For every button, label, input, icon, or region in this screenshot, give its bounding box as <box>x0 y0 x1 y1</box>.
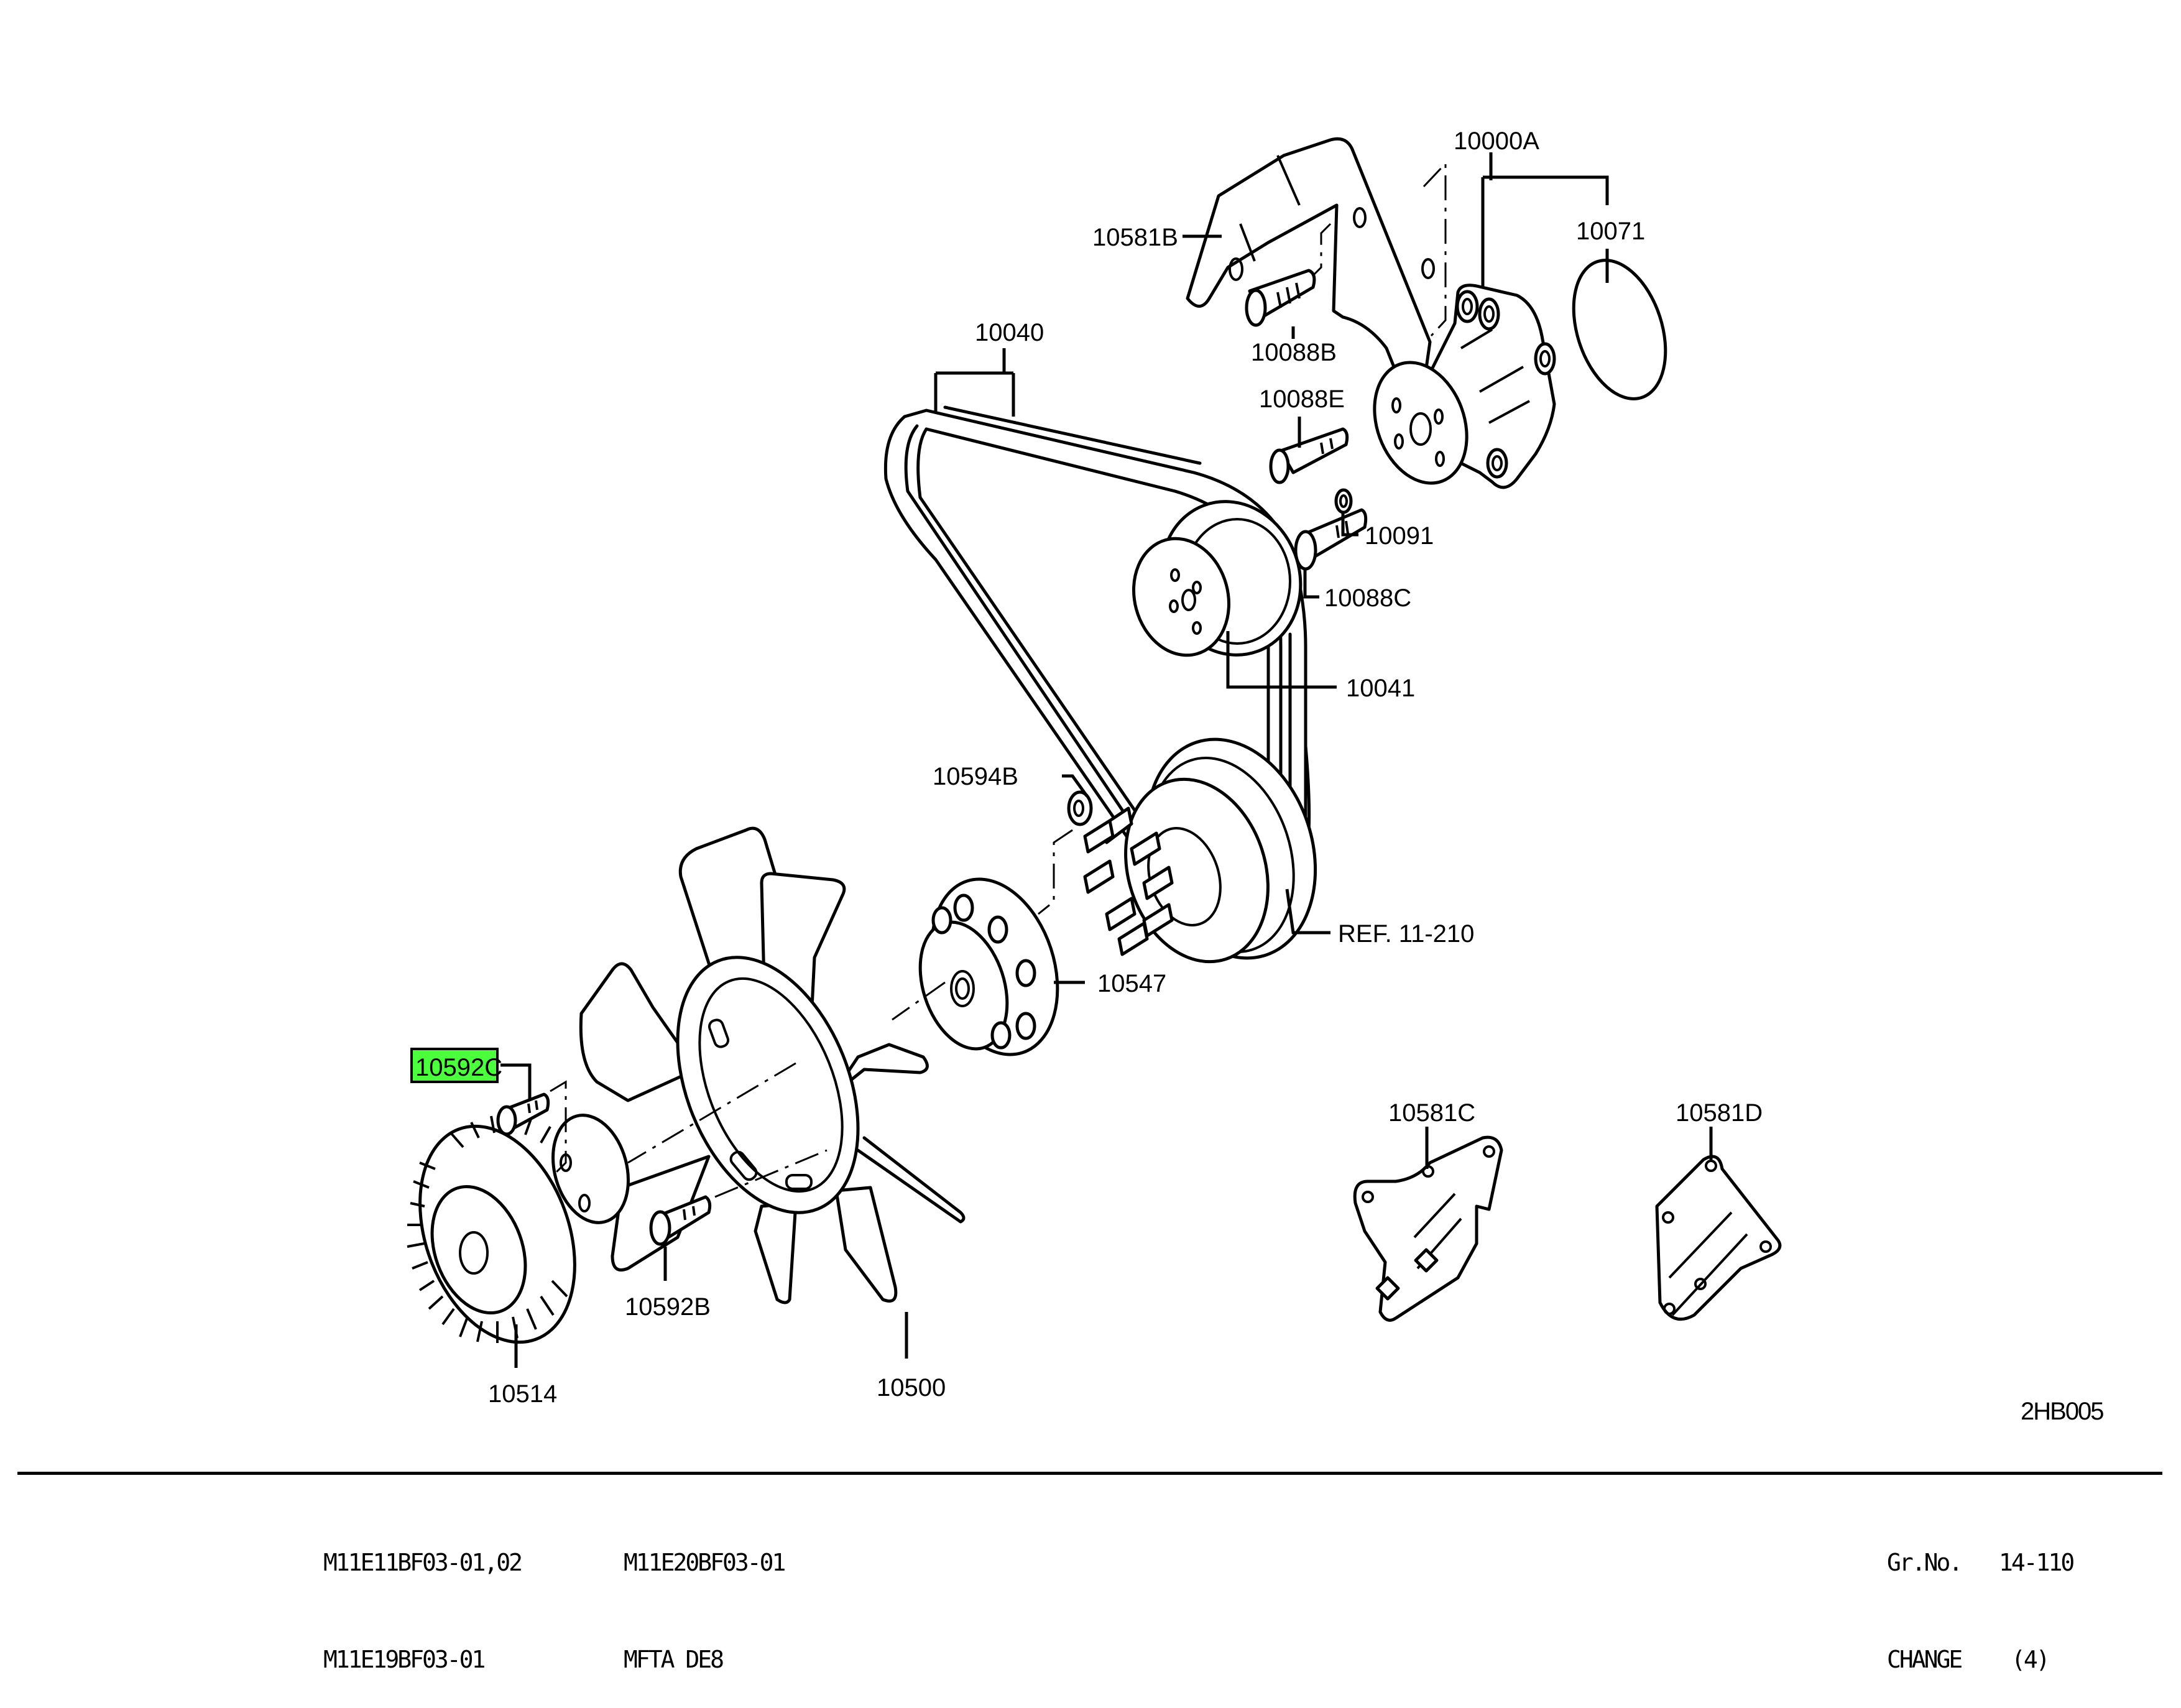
gasket-10071[interactable] <box>1557 249 1682 411</box>
callout-10091[interactable]: 10091 <box>1365 522 1434 550</box>
bracket-10581C[interactable] <box>1353 1135 1503 1322</box>
water-pump-pulley-10041[interactable] <box>1121 482 1322 675</box>
leader-lines <box>500 152 1713 1368</box>
callout-10594B[interactable]: 10594B <box>933 763 1018 790</box>
fan-clutch-10514[interactable] <box>392 1105 639 1364</box>
callout-10581D[interactable]: 10581D <box>1676 1099 1763 1127</box>
footer-models-col1: M11E11BF03-01,02 M11E19BF03-01 <box>323 1482 523 1708</box>
model-code: MFTA DE8 <box>624 1646 724 1673</box>
nut-10594B[interactable] <box>1067 790 1093 826</box>
callout-10000A[interactable]: 10000A <box>1454 127 1539 155</box>
model-code: M11E11BF03-01,02 <box>323 1549 523 1576</box>
crank-pulley-ref[interactable] <box>1083 718 1342 981</box>
bracket-10581D[interactable] <box>1655 1155 1782 1321</box>
parts-diagram: 10000A 10071 10581B 10088B 10040 10088E … <box>392 127 1782 1408</box>
callout-10040[interactable]: 10040 <box>975 319 1044 346</box>
change-label: CHANGE <box>1887 1646 1963 1673</box>
change-value: (4) <box>2011 1646 2050 1673</box>
callout-10581C[interactable]: 10581C <box>1388 1099 1475 1127</box>
washer-10091[interactable] <box>1334 488 1353 514</box>
footer-models-col2: M11E20BF03-01 MFTA DE8 <box>624 1482 786 1708</box>
highlight-box-10592C <box>410 1048 499 1083</box>
bolt-10592C[interactable] <box>496 1092 550 1136</box>
callout-10581B[interactable]: 10581B <box>1092 224 1178 251</box>
callout-10088C[interactable]: 10088C <box>1324 584 1411 612</box>
callout-labels: 10000A 10071 10581B 10088B 10040 10088E … <box>410 127 1763 1408</box>
group-number-value: 14-110 <box>1999 1549 2075 1576</box>
callout-10547[interactable]: 10547 <box>1097 970 1166 997</box>
footer-divider <box>17 1472 2162 1475</box>
callout-10592C[interactable]: 10592C <box>415 1054 502 1081</box>
bolt-10088B[interactable] <box>1245 269 1316 327</box>
callout-10088E[interactable]: 10088E <box>1259 385 1345 413</box>
callout-10041[interactable]: 10041 <box>1346 675 1415 702</box>
bracket-upper-10581B[interactable] <box>1186 137 1435 395</box>
model-code: M11E19BF03-01 <box>323 1646 486 1673</box>
water-pump-10000A[interactable] <box>1358 284 1556 496</box>
diagram-code: 2HB005 <box>2021 1398 2105 1425</box>
callout-10500[interactable]: 10500 <box>877 1374 946 1401</box>
callout-10592B[interactable]: 10592B <box>625 1293 711 1321</box>
footer-group-info: Gr.No. 14-110 CHANGE (4) <box>1887 1482 2075 1708</box>
callout-ref-11-210[interactable]: REF. 11-210 <box>1338 920 1474 948</box>
bolt-10088C[interactable] <box>1294 508 1368 571</box>
cooling-fan-10500[interactable] <box>579 826 966 1304</box>
bolt-10592B[interactable] <box>649 1195 712 1246</box>
callout-10071[interactable]: 10071 <box>1576 218 1645 245</box>
model-code: M11E20BF03-01 <box>624 1549 786 1576</box>
callout-10514[interactable]: 10514 <box>488 1380 557 1408</box>
callout-10088B[interactable]: 10088B <box>1251 339 1337 366</box>
fan-spacer-10547[interactable] <box>905 863 1079 1071</box>
group-number-label: Gr.No. <box>1887 1549 1963 1576</box>
bolt-10088E[interactable] <box>1269 427 1349 484</box>
